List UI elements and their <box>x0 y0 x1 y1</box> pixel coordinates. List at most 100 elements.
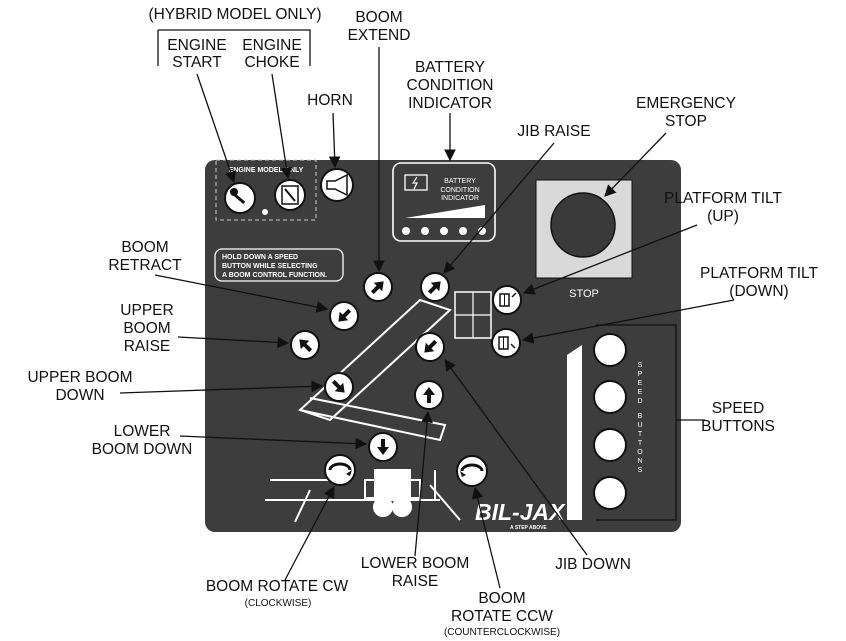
engine-model-label: ENGINE MODEL ONLY <box>229 167 304 174</box>
callout-boom-rotate-cw: BOOM ROTATE CW <box>206 578 349 595</box>
instruction-line-1: HOLD DOWN A SPEED <box>222 254 298 261</box>
stop-label: STOP <box>569 288 599 300</box>
callout-engine-choke-1: ENGINE <box>242 37 301 54</box>
callout-boom-retract-1: BOOM <box>121 239 168 256</box>
platform-tilt-down-button[interactable] <box>491 328 521 358</box>
battery-label-3: INDICATOR <box>441 195 479 202</box>
callout-battery-1: BATTERY <box>415 59 485 76</box>
callout-speed-buttons-2: BUTTONS <box>701 418 775 435</box>
platform-tilt-icon <box>498 336 516 350</box>
rotate-icon <box>328 462 352 471</box>
instruction-line-3: A BOOM CONTROL FUNCTION. <box>222 272 327 279</box>
instruction-box: HOLD DOWN A SPEED BUTTON WHILE SELECTING… <box>214 248 344 282</box>
upper-boom-raise-button[interactable] <box>290 330 320 360</box>
arrow-icon <box>370 281 384 295</box>
battery-label-1: BATTERY <box>444 178 476 185</box>
battery-led-1 <box>402 227 410 235</box>
brand-tagline: A STEP ABOVE <box>510 525 547 531</box>
callout-lower-boom-raise-2: RAISE <box>392 573 439 590</box>
upper-boom-down-button[interactable] <box>324 372 354 402</box>
boom-rotate-cw-button[interactable] <box>324 454 356 486</box>
callout-platform-tilt-down-1: PLATFORM TILT <box>700 265 819 282</box>
arrow-icon <box>424 339 438 353</box>
battery-led-5 <box>478 227 486 235</box>
speed-wedge <box>567 345 582 520</box>
boom-extend-button[interactable] <box>363 272 393 302</box>
callout-upper-boom-down-1: UPPER BOOM <box>27 369 132 386</box>
machine-silhouette <box>265 291 492 523</box>
instruction-line-2: BUTTON WHILE SELECTING <box>222 263 318 270</box>
callout-upper-boom-raise-2: BOOM <box>123 320 170 337</box>
platform-tilt-up-button[interactable] <box>492 285 522 315</box>
callout-boom-rotate-ccw-sub: (COUNTERCLOCKWISE) <box>444 627 560 638</box>
horn-icon <box>326 173 348 197</box>
arrow-icon <box>423 387 435 403</box>
callout-engine-choke-2: CHOKE <box>244 54 299 71</box>
callout-platform-tilt-up-1: PLATFORM TILT <box>664 190 783 207</box>
callout-boom-extend-2: EXTEND <box>348 27 411 44</box>
speed-buttons-bracket <box>596 324 705 521</box>
speed-button-slow[interactable] <box>593 476 627 510</box>
arrow-icon <box>377 439 389 455</box>
engine-start-button[interactable] <box>224 182 256 214</box>
jib-raise-button[interactable] <box>420 272 450 302</box>
key-icon <box>230 188 246 205</box>
callout-engine-start-2: START <box>172 54 222 71</box>
emergency-stop-button[interactable] <box>550 192 616 258</box>
callout-emergency-stop-2: STOP <box>665 113 707 130</box>
callout-platform-tilt-down-2: (DOWN) <box>729 283 788 300</box>
callout-boom-extend-1: BOOM <box>355 9 402 26</box>
speed-button-2[interactable] <box>593 380 627 414</box>
horn-button[interactable] <box>320 168 354 202</box>
callout-lower-boom-down-1: LOWER <box>114 423 171 440</box>
engine-model-group <box>215 159 317 221</box>
callout-horn: HORN <box>307 92 353 109</box>
speed-button-fast[interactable] <box>593 333 627 367</box>
callout-upper-boom-down-2: DOWN <box>55 387 104 404</box>
choke-icon <box>281 185 299 205</box>
callout-boom-rotate-ccw-1: BOOM <box>478 590 525 607</box>
callout-platform-tilt-up-2: (UP) <box>707 208 739 225</box>
callout-engine-start-1: ENGINE <box>167 37 226 54</box>
callout-lower-boom-down-2: BOOM DOWN <box>92 441 193 458</box>
battery-level-wedge <box>405 205 485 218</box>
jib-down-button[interactable] <box>415 332 445 362</box>
lower-boom-raise-button[interactable] <box>414 380 444 410</box>
callout-battery-3: INDICATOR <box>408 95 492 112</box>
arrow-icon <box>299 339 313 353</box>
battery-label-2: CONDITION <box>440 187 479 194</box>
callout-jib-down: JIB DOWN <box>555 556 631 573</box>
battery-icon <box>404 174 428 191</box>
engine-choke-button[interactable] <box>274 179 306 211</box>
boom-rotate-ccw-button[interactable] <box>456 455 488 487</box>
arrow-icon <box>338 308 352 322</box>
hybrid-bracket <box>157 29 311 66</box>
engine-indicator-light <box>262 209 268 215</box>
battery-led-2 <box>421 227 429 235</box>
callout-lower-boom-raise-1: LOWER BOOM <box>361 555 470 572</box>
speed-button-3[interactable] <box>593 428 627 462</box>
brand-logo: BIL-JAX <box>475 499 566 525</box>
callout-boom-rotate-cw-sub: (CLOCKWISE) <box>245 598 312 609</box>
callout-battery-2: CONDITION <box>407 77 494 94</box>
callout-upper-boom-raise-3: RAISE <box>124 338 171 355</box>
battery-led-4 <box>459 227 467 235</box>
battery-led-3 <box>440 227 448 235</box>
callout-emergency-stop-1: EMERGENCY <box>636 95 736 112</box>
lower-boom-down-button[interactable] <box>368 432 398 462</box>
arrow-icon <box>427 281 441 295</box>
callout-hybrid-model-only: (HYBRID MODEL ONLY) <box>148 6 321 23</box>
turtle-icon <box>600 487 623 499</box>
boom-retract-button[interactable] <box>329 301 359 331</box>
battery-condition-indicator: BATTERY CONDITION INDICATOR <box>392 162 496 242</box>
rabbit-icon <box>602 337 619 359</box>
callout-speed-buttons-1: SPEED <box>712 400 765 417</box>
callout-boom-rotate-ccw-2: ROTATE CCW <box>451 608 553 625</box>
callout-jib-raise: JIB RAISE <box>517 123 590 140</box>
arrow-icon <box>331 379 345 393</box>
platform-tilt-icon <box>499 292 517 307</box>
callout-boom-retract-2: RETRACT <box>108 257 182 274</box>
